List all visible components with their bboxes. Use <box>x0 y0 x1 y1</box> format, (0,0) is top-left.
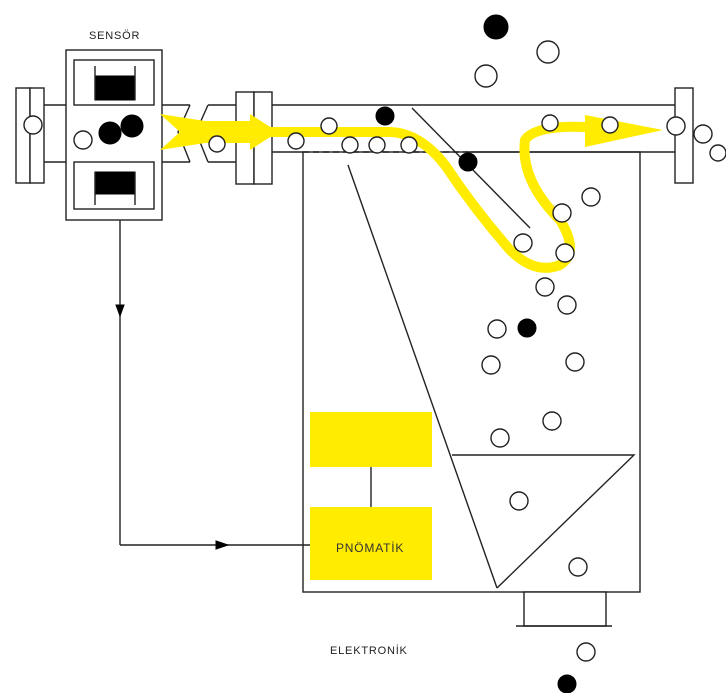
dark-particle <box>120 114 144 138</box>
light-particle <box>541 114 559 132</box>
light-particle <box>565 352 585 372</box>
light-particle <box>400 136 418 154</box>
outlet-flow-arrow <box>585 115 663 147</box>
light-particle <box>474 64 498 88</box>
light-particle <box>555 243 575 263</box>
light-particle <box>509 491 529 511</box>
light-particle <box>536 40 560 64</box>
light-particle <box>23 115 43 135</box>
light-particle <box>208 135 226 153</box>
light-particle <box>487 319 507 339</box>
control-lines <box>115 220 372 550</box>
electronics-label: ELEKTRONİK <box>330 645 408 657</box>
pneumatic-label: PNÖMATİK <box>336 541 405 555</box>
inlet-flange-left <box>15 87 31 184</box>
inlet-pipe <box>15 87 191 184</box>
light-particle <box>568 557 588 577</box>
light-particle <box>601 116 619 134</box>
sensor-label: SENSÖR <box>89 30 141 42</box>
light-particle <box>490 428 510 448</box>
dark-particle <box>557 674 577 694</box>
light-particle <box>542 411 562 431</box>
light-particle <box>73 130 93 150</box>
light-particle <box>693 124 713 144</box>
light-particle <box>581 187 601 207</box>
light-particle <box>287 132 305 150</box>
output-hopper <box>452 454 636 589</box>
signal-arrow-right <box>215 540 230 550</box>
inlet-flange-right <box>29 87 45 184</box>
light-particle <box>666 116 686 136</box>
sensor-unit <box>65 49 163 221</box>
dark-particle <box>98 121 122 145</box>
particles <box>23 14 726 694</box>
sensor-emitter <box>94 75 136 101</box>
light-particle <box>513 233 533 253</box>
light-particle <box>320 117 338 135</box>
dark-particle <box>375 106 395 126</box>
light-particle <box>481 355 501 375</box>
separator-housing <box>302 151 641 593</box>
dark-particle <box>458 152 478 172</box>
sensor-receiver <box>94 171 136 195</box>
light-particle <box>709 144 726 162</box>
dark-particle <box>483 14 509 40</box>
inner-chute-wall <box>347 164 498 589</box>
light-particle <box>576 642 596 662</box>
light-particle <box>368 136 386 154</box>
light-particle <box>535 277 555 297</box>
dark-particle <box>517 318 537 338</box>
pneumatic-module <box>310 507 432 580</box>
light-particle <box>552 203 572 223</box>
inlet-flow-arrow <box>160 114 278 150</box>
light-particle <box>557 295 577 315</box>
flow-path <box>160 114 663 273</box>
electronics-module <box>310 412 432 467</box>
signal-arrow-down <box>115 304 125 318</box>
light-particle <box>341 136 359 154</box>
discharge-box <box>523 591 607 627</box>
flow-curve <box>245 121 590 273</box>
